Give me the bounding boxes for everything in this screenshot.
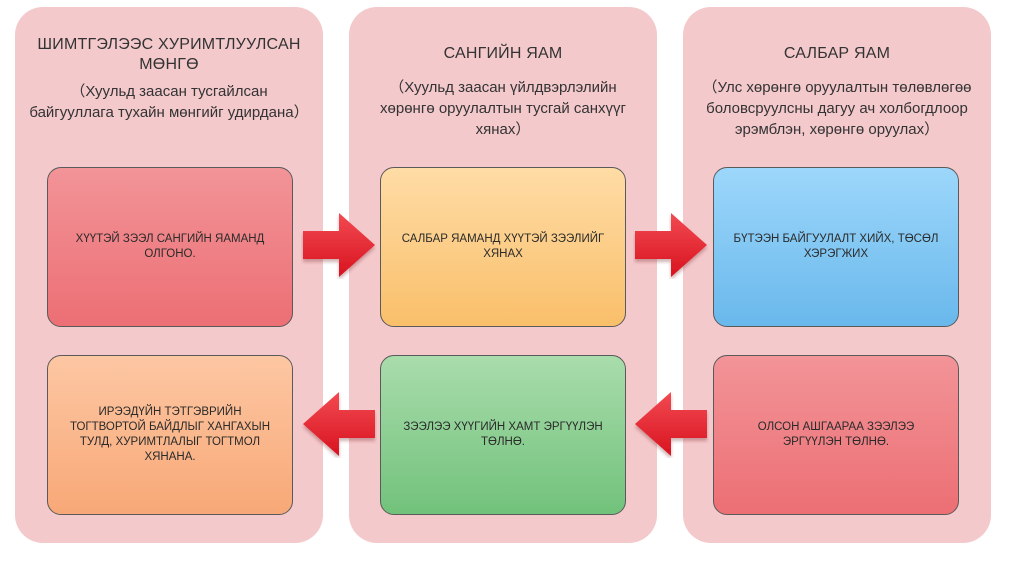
column-subtitle: （Хуульд заасан тусгайлсан байгууллага ту… [29, 83, 309, 121]
arrow-left-icon [303, 392, 375, 456]
arrow-right-icon [303, 213, 375, 277]
column-sector-ministry: САЛБАР ЯАМ （Улс хөрөнгө оруулалтын төлөв… [683, 7, 991, 543]
flow-box-issue-loan: ХҮҮТЭЙ ЗЭЭЛ САНГИЙН ЯАМАНД ОЛГОНО. [47, 167, 293, 327]
flow-box-text: ЗЭЭЛЭЭ ХҮҮГИЙН ХАМТ ЭРГҮҮЛЭН ТӨЛНӨ. [403, 421, 603, 448]
flow-box-text: ИРЭЭДҮЙН ТЭТГЭВРИЙН ТОГТВОРТОЙ БАЙДЛЫГ Х… [69, 406, 271, 463]
flow-box-repay-from-profit: ОЛСОН АШГААРАА ЗЭЭЛЭЭ ЭРГҮҮЛЭН ТӨЛНӨ. [713, 355, 959, 515]
column-title: САНГИЙН ЯАМ [443, 45, 563, 62]
column-savings-fund: ШИМТГЭЛЭЭС ХУРИМТЛУУЛСАН МӨНГӨ （Хуульд з… [15, 7, 323, 543]
flow-box-text: ХҮҮТЭЙ ЗЭЭЛ САНГИЙН ЯАМАНД ОЛГОНО. [75, 233, 265, 260]
column-title: ШИМТГЭЛЭЭС ХУРИМТЛУУЛСАН МӨНГӨ [37, 36, 301, 73]
arrow-right-icon [635, 213, 707, 277]
flow-box-repay-with-interest: ЗЭЭЛЭЭ ХҮҮГИЙН ХАМТ ЭРГҮҮЛЭН ТӨЛНӨ. [380, 355, 626, 515]
flow-box-text: САЛБАР ЯАМАНД ХҮҮТЭЙ ЗЭЭЛИЙГ ХЯНАХ [401, 233, 605, 260]
flow-box-monitor-savings: ИРЭЭДҮЙН ТЭТГЭВРИЙН ТОГТВОРТОЙ БАЙДЛЫГ Х… [47, 355, 293, 515]
flow-box-construction: БҮТЭЭН БАЙГУУЛАЛТ ХИЙХ, ТӨСӨЛ ХЭРЭГЖИХ [713, 167, 959, 327]
flow-box-text: ОЛСОН АШГААРАА ЗЭЭЛЭЭ ЭРГҮҮЛЭН ТӨЛНӨ. [757, 421, 915, 448]
flow-box-text: БҮТЭЭН БАЙГУУЛАЛТ ХИЙХ, ТӨСӨЛ ХЭРЭГЖИХ [733, 233, 939, 260]
arrow-left-icon [635, 392, 707, 456]
flow-box-control-loan: САЛБАР ЯАМАНД ХҮҮТЭЙ ЗЭЭЛИЙГ ХЯНАХ [380, 167, 626, 327]
column-title: САЛБАР ЯАМ [783, 45, 891, 62]
column-ministry-of-finance: САНГИЙН ЯАМ （Хуульд заасан үйлдвэрлэлийн… [349, 7, 657, 543]
column-subtitle: （Хуульд заасан үйлдвэрлэлийн хөрөнгө ору… [380, 79, 626, 138]
column-subtitle: （Улс хөрөнгө оруулалтын төлөвлөгөө болов… [702, 79, 972, 138]
